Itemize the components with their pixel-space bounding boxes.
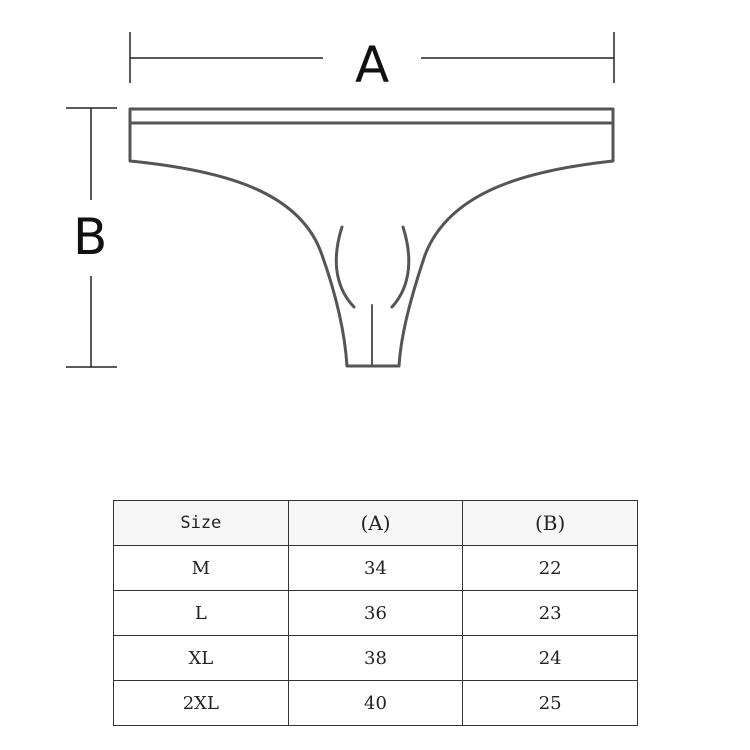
size-cell: 2XL (113, 680, 289, 726)
b-cell: 24 (462, 635, 638, 681)
table-row: 2XL 40 25 (113, 680, 638, 726)
dimension-a-marker (129, 32, 615, 83)
b-cell: 25 (462, 680, 638, 726)
header-b: (B) (462, 500, 638, 546)
dimension-b-label: B (73, 208, 108, 266)
briefs-outline (128, 107, 615, 368)
dimension-a-label: A (355, 36, 390, 94)
a-cell: 40 (287, 680, 464, 726)
table-row: L 36 23 (113, 590, 638, 636)
dimension-b-marker (66, 107, 117, 368)
size-cell: L (113, 590, 289, 636)
a-cell: 36 (287, 590, 464, 636)
garment-diagram (66, 32, 615, 368)
table-row: M 34 22 (113, 545, 638, 591)
pouch-right-seam (390, 225, 411, 309)
waistband (128, 107, 615, 125)
size-cell: M (113, 545, 289, 591)
table-header-row: Size (A) (B) (113, 500, 638, 546)
b-cell: 22 (462, 545, 638, 591)
header-a: (A) (287, 500, 464, 546)
header-size: Size (113, 500, 289, 546)
table-row: XL 38 24 (113, 635, 638, 681)
pouch-left-seam (334, 225, 356, 309)
size-cell: XL (113, 635, 289, 681)
a-cell: 34 (287, 545, 464, 591)
a-cell: 38 (287, 635, 464, 681)
b-cell: 23 (462, 590, 638, 636)
size-chart-table: Size (A) (B) M 34 22 L 36 23 XL 38 24 2X… (113, 500, 638, 726)
